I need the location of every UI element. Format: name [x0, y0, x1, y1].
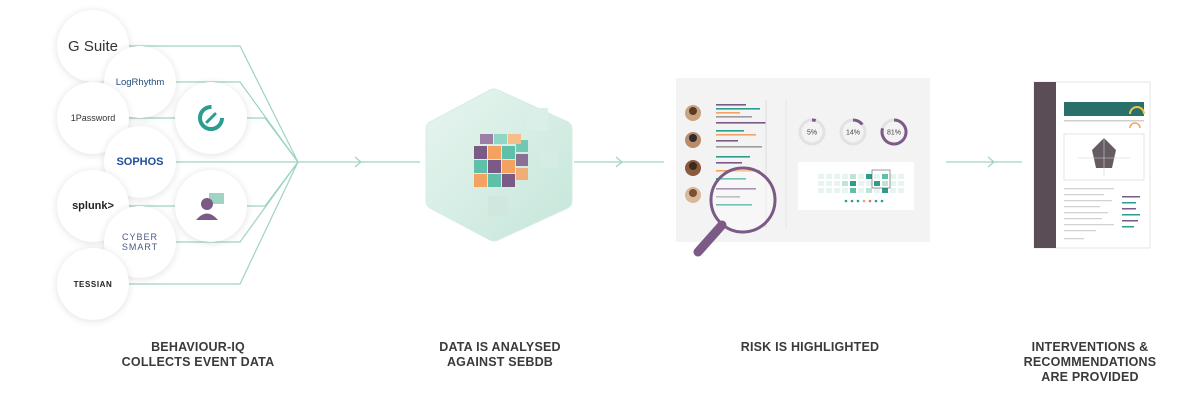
risk-donut-1: [798, 118, 826, 146]
onepassword-label: 1Password: [70, 113, 116, 123]
caption-step-3: RISK IS HIGHLIGHTED: [740, 340, 880, 354]
risk-donut-3: [880, 118, 908, 146]
gsuite-label: G Suite: [67, 37, 119, 55]
user-logo: [175, 170, 247, 242]
arrow-icon: [354, 156, 362, 168]
avatar-list: [685, 105, 701, 203]
caption-step-4: INTERVENTIONS & RECOMMENDATIONS ARE PROV…: [1023, 340, 1157, 384]
risk-donut-2: [839, 118, 867, 146]
risk-pct-2: 14%: [846, 130, 860, 137]
tessian-logo: TESSIAN: [57, 248, 129, 320]
arrow-icon: [987, 156, 995, 168]
splunk-label: splunk>: [72, 200, 114, 212]
splunk-logo: splunk>: [57, 170, 129, 242]
heatmap-grid: [818, 169, 904, 203]
connector-cybersmart: [166, 161, 299, 243]
connector-gsuite: [128, 45, 299, 163]
logrhythm-label: LogRhythm: [115, 76, 165, 88]
connector-tessian: [128, 161, 299, 285]
magnifier-icon: [693, 166, 777, 257]
arrow-icon: [615, 156, 623, 168]
tessian-label: TESSIAN: [73, 279, 113, 289]
data-cube-icon: [474, 108, 558, 216]
cybersmart-label-1: CYBER: [121, 232, 158, 242]
caption-step-1: BEHAVIOUR-IQ COLLECTS EVENT DATA: [121, 340, 275, 369]
sophos-logo: SOPHOS: [104, 126, 176, 198]
sdk-icon: [198, 105, 224, 131]
risk-bars: [716, 100, 787, 228]
user-mail-icon: [196, 193, 224, 220]
report-document: [1033, 81, 1151, 249]
dashboard-panel: [676, 78, 930, 242]
sdk-logo: [175, 82, 247, 154]
sophos-label: SOPHOS: [116, 156, 164, 168]
caption-step-2: DATA IS ANALYSED AGAINST SEBDB: [439, 340, 561, 369]
risk-dashboard: 5% 14% 81%: [676, 78, 930, 257]
risk-pct-1: 5%: [807, 130, 817, 137]
sebdb-hexagon: [425, 88, 573, 242]
cybersmart-label-2: SMART: [121, 242, 159, 252]
risk-pct-3: 81%: [887, 130, 901, 137]
